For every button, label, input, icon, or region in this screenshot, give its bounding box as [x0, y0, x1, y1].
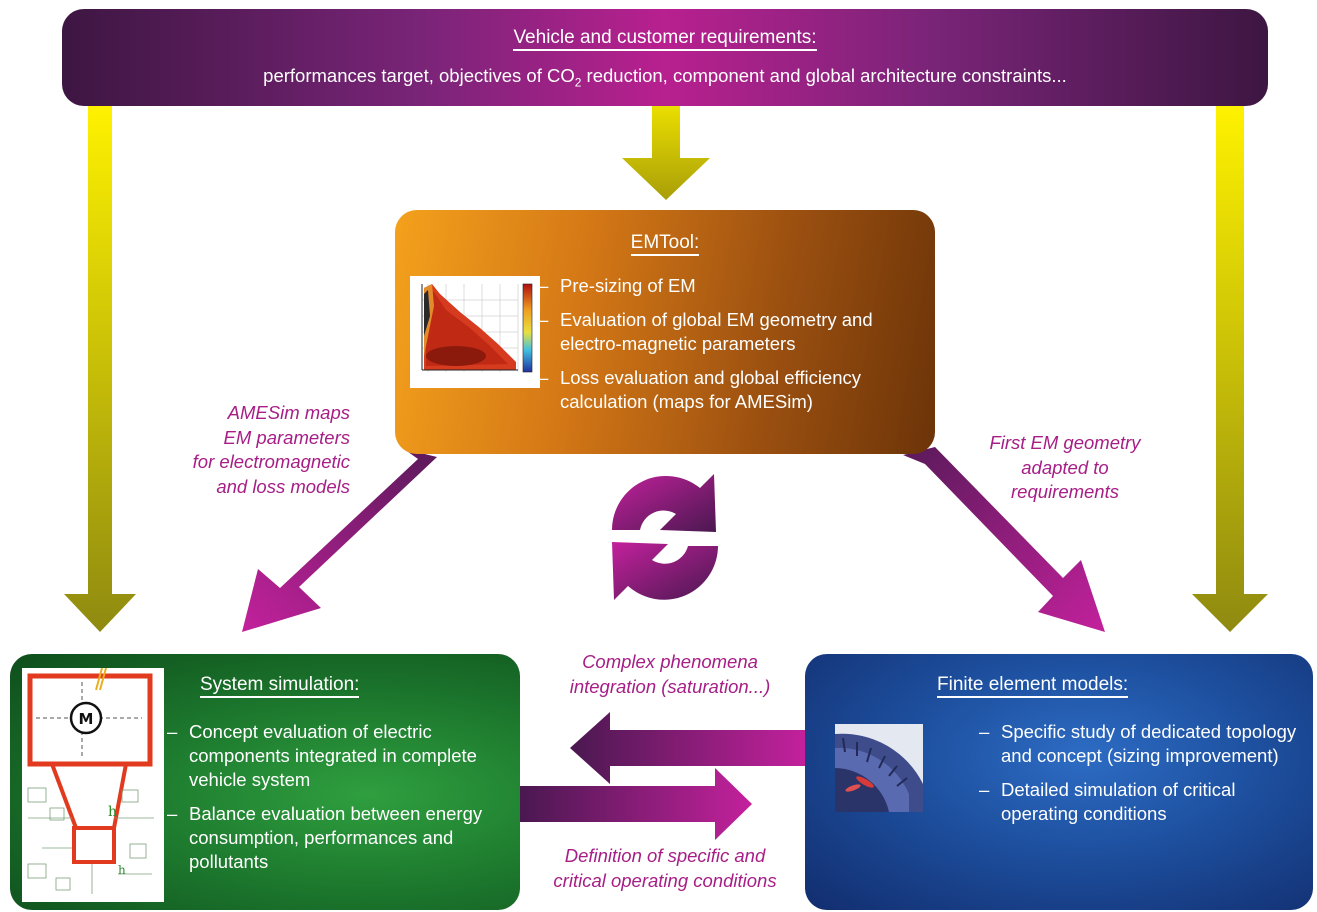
left-yellow-arrow — [64, 104, 136, 632]
system-simulation-item: Balance evaluation between energy consum… — [167, 802, 507, 874]
system-simulation-list: Concept evaluation of electric component… — [167, 720, 507, 884]
system-model-thumbnail: M h h — [22, 668, 164, 902]
motor-m-icon — [69, 701, 103, 735]
efficiency-map-thumbnail — [410, 276, 540, 388]
finite-element-title: Finite element models: — [937, 674, 1129, 698]
stator-mesh-thumbnail — [835, 724, 923, 812]
complex-phenomena-note: Complex phenomena integration (saturatio… — [569, 651, 771, 697]
right-horizontal-arrow — [520, 768, 752, 840]
first-em-geometry-note: First EM geometry adapted to requirement… — [989, 432, 1141, 502]
svg-text:h: h — [118, 863, 126, 877]
system-simulation-title: System simulation: — [200, 674, 360, 698]
right-diagonal-arrow — [903, 447, 1105, 632]
center-yellow-arrow — [622, 104, 710, 200]
system-simulation-item: Concept evaluation of electric component… — [167, 720, 507, 792]
requirements-subtitle: performances target, objectives of CO2 r… — [263, 65, 1067, 90]
system-simulation-box: M h h System simulation: Concept evaluat… — [10, 654, 520, 910]
finite-element-box: Finite element models: Specific study of… — [805, 654, 1313, 910]
finite-element-list: Specific study of dedicated topology and… — [979, 720, 1299, 836]
svg-text:M: M — [79, 710, 94, 728]
emtool-list: Pre-sizing of EM Evaluation of global EM… — [538, 274, 923, 424]
amesim-maps-note: AMESim maps EM parameters for electromag… — [192, 402, 350, 497]
emtool-item: Pre-sizing of EM — [538, 274, 923, 298]
emtool-title: EMTool: — [395, 232, 935, 256]
requirements-title: Vehicle and customer requirements: — [62, 27, 1268, 51]
svg-text:h: h — [108, 804, 117, 820]
right-yellow-arrow — [1192, 104, 1268, 632]
requirements-box: Vehicle and customer requirements: perfo… — [62, 9, 1268, 106]
definition-conditions-note: Definition of specific and critical oper… — [553, 845, 777, 891]
finite-element-item: Specific study of dedicated topology and… — [979, 720, 1299, 768]
emtool-box: EMTool: Pre-sizing of EM Evaluation of g… — [395, 210, 935, 454]
refresh-cycle-icon — [612, 474, 718, 600]
left-horizontal-arrow — [570, 712, 805, 784]
finite-element-item: Detailed simulation of critical operatin… — [979, 778, 1299, 826]
left-diagonal-arrow — [242, 449, 437, 632]
emtool-item: Loss evaluation and global efficiency ca… — [538, 366, 923, 414]
emtool-item: Evaluation of global EM geometry and ele… — [538, 308, 923, 356]
